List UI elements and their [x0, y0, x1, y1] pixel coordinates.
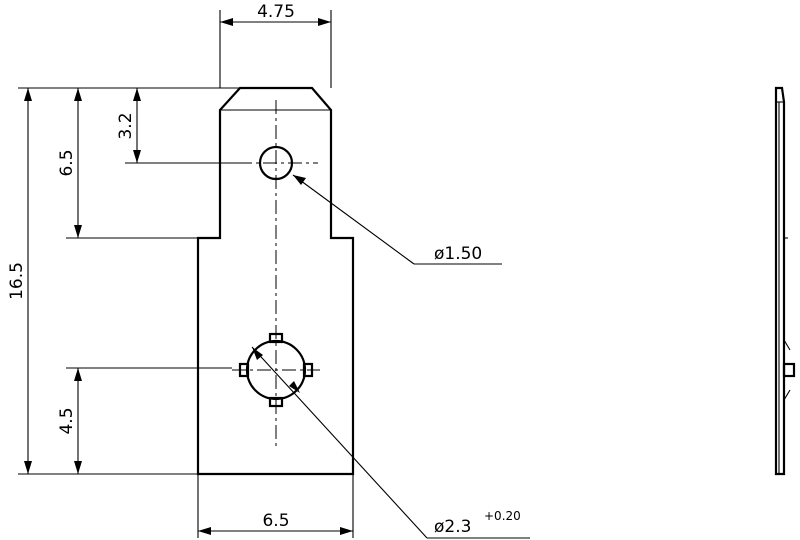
arrowhead — [24, 461, 32, 474]
tab-outline — [196, 86, 355, 476]
arrowhead — [133, 150, 141, 163]
arrowhead — [74, 368, 82, 381]
large-hole-diameter-label: ø2.3 — [434, 517, 471, 537]
small-hole-diameter-label: ø1.50 — [434, 244, 482, 264]
shoulder-height-label: 6.5 — [57, 149, 77, 176]
arrowhead — [318, 18, 331, 26]
leader-line-large-hole — [251, 346, 428, 539]
arrowhead — [74, 88, 82, 101]
large-hole-position-label: 4.5 — [57, 407, 77, 434]
arrowhead — [340, 527, 353, 535]
overall-height-label: 16.5 — [7, 262, 27, 300]
large-hole-notch-top — [268, 332, 284, 344]
arrowhead — [198, 527, 211, 535]
large-hole-tolerance-label: +0.20 — [484, 509, 521, 523]
arrowhead — [289, 381, 300, 393]
arrowhead — [252, 347, 263, 360]
arrowhead — [220, 18, 233, 26]
arrowhead — [293, 175, 306, 185]
bottom-width-label: 6.5 — [262, 511, 289, 531]
arrowhead — [74, 461, 82, 474]
small-hole-position-label: 3.2 — [116, 112, 136, 139]
top-width-label: 4.75 — [257, 2, 295, 22]
arrowhead — [74, 225, 82, 238]
arrowhead — [24, 88, 32, 101]
leader-line-small-hole — [292, 174, 415, 265]
arrowhead — [133, 88, 141, 101]
large-hole-notch-bottom — [268, 396, 284, 408]
side-view — [774, 86, 796, 476]
